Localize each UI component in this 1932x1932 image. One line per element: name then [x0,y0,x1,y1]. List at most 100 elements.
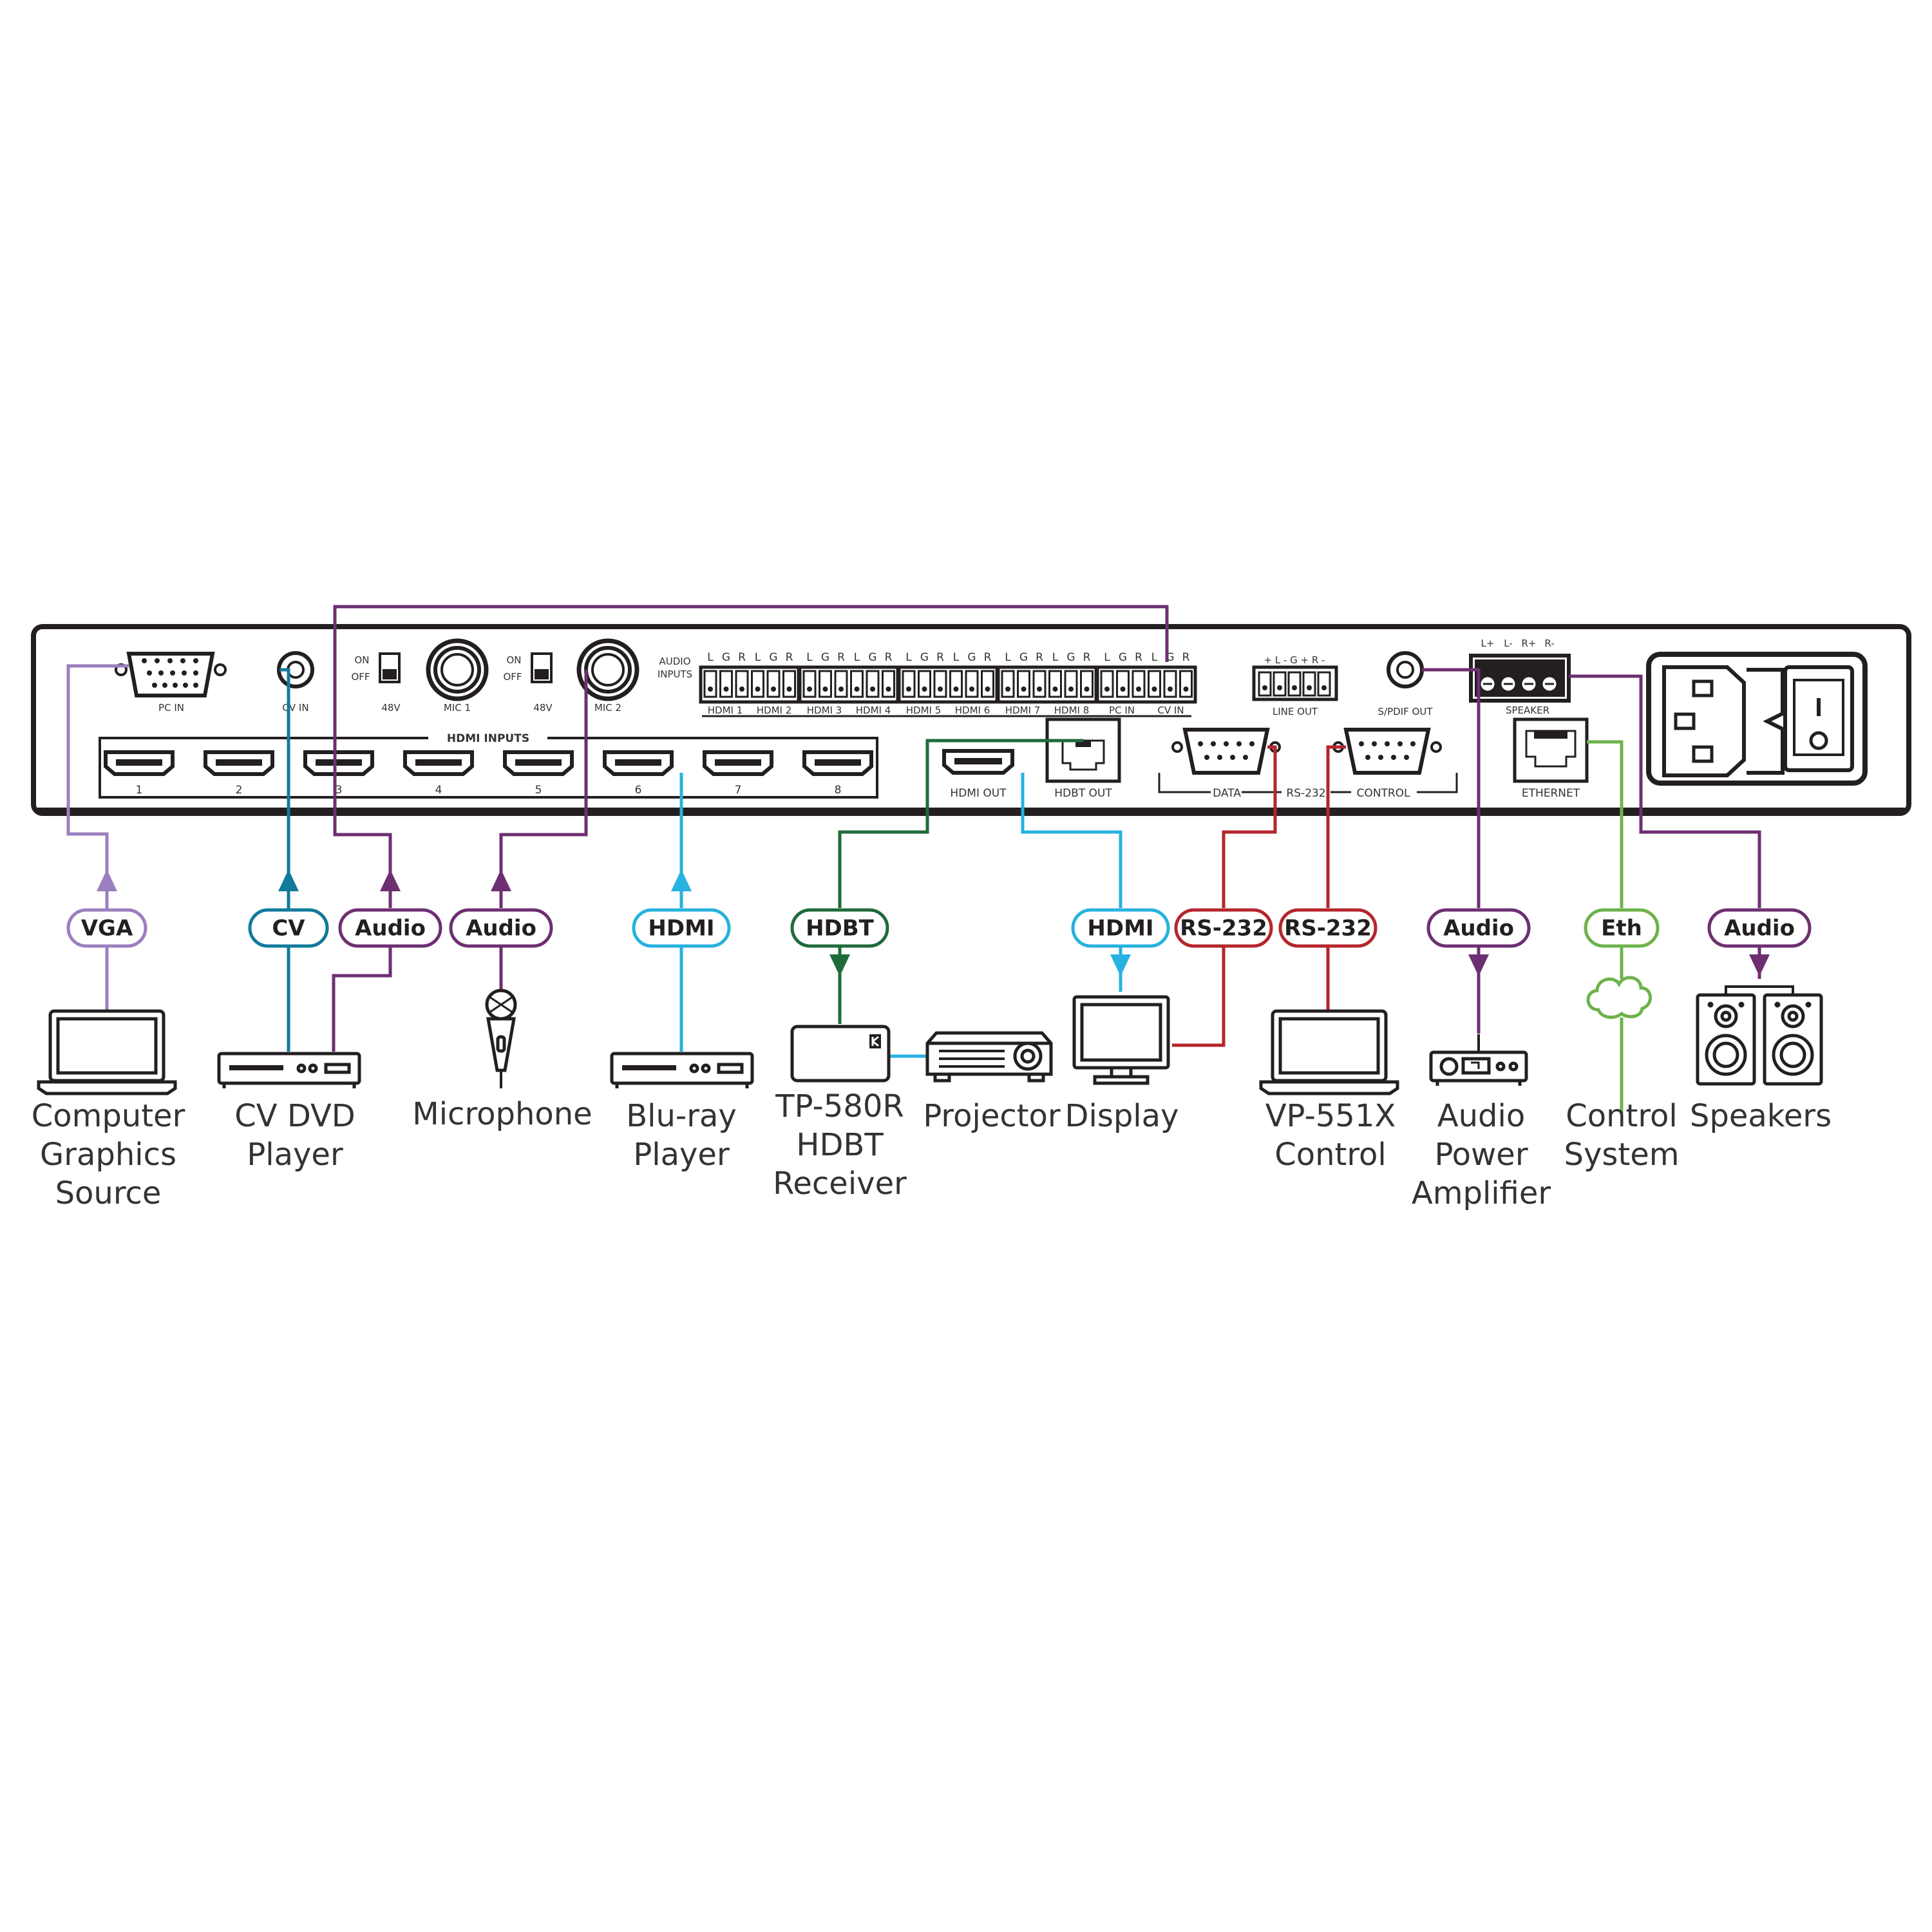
hdmi-input-number: 6 [635,784,642,797]
audio-group-label: HDMI 3 [807,705,842,716]
audio-terminal-screw [906,687,911,692]
audio-terminal-screw [755,687,761,692]
audio-terminal-screw [1136,687,1141,692]
audio-terminal-pin[interactable] [834,670,848,698]
line-rs232-data [1222,745,1277,908]
arrow-audio-dvd [380,869,401,891]
speaker-pin-labels: L+L-R+R- [1481,638,1555,649]
audio-terminal-pin[interactable] [949,670,963,698]
hdmi-input-number: 5 [535,784,542,797]
label-computer-2: Graphics [40,1137,176,1173]
audio-terminal-screw [1005,687,1010,692]
rs232-bracket [1158,773,1458,793]
audio-terminal-screw [870,687,875,692]
amplifier-icon [1429,1034,1528,1086]
audio-terminal-pin[interactable] [735,670,749,698]
label-computer-3: Source [55,1175,162,1211]
line-hdmi-display [1021,773,1122,908]
mic1-phantom-switch[interactable] [379,652,401,683]
audio-terminal-pin[interactable] [703,670,717,698]
mic2-48v-label: 48V [533,702,553,714]
tag-audio-mic: Audio [449,908,553,948]
audio-terminal-pin[interactable] [1080,670,1094,698]
audio-terminal-pin[interactable] [981,670,994,698]
mic2-xlr-port[interactable] [576,638,639,701]
audio-terminal-pin[interactable] [933,670,947,698]
svg-text:Eth: Eth [1601,916,1642,942]
hdmi-input-port[interactable] [503,750,574,776]
audio-pin-letter: G [1019,651,1028,664]
audio-terminal-pin[interactable] [1048,670,1062,698]
audio-terminal-pin[interactable] [719,670,733,698]
mic2-switch-on-label: ON [506,654,521,666]
rs232-title-label: RS-232 [1286,787,1325,800]
audio-pin-letter: L [1052,651,1059,664]
audio-terminal-pin[interactable] [1032,670,1046,698]
arrow-cv [278,869,299,891]
audio-pin-letter: G [868,651,876,664]
audio-terminal-pin[interactable] [1116,670,1130,698]
audio-terminal-pin[interactable] [965,670,979,698]
hdmi-input-port[interactable] [104,750,175,776]
audio-pin-letter: L [1104,651,1110,664]
audio-terminal-pin[interactable] [766,670,781,698]
speaker-terminal[interactable] [1469,654,1571,703]
audio-terminal-pin[interactable] [1001,670,1015,698]
hdmi-input-port[interactable] [403,750,474,776]
mic2-label: MIC 2 [594,702,621,714]
spdif-out-port[interactable] [1387,651,1424,688]
audio-terminal-pin[interactable] [1179,670,1193,698]
audio-terminal-pin[interactable] [1100,670,1114,698]
audio-terminal-screw [985,687,990,692]
power-switch[interactable] [1783,665,1854,772]
hdmi-input-port[interactable] [603,750,674,776]
rs232-control-port[interactable] [1332,728,1442,775]
audio-terminal-pin[interactable] [1132,670,1146,698]
audio-terminal-pin[interactable] [902,670,916,698]
audio-terminal-pin[interactable] [782,670,796,698]
audio-terminal-pin[interactable] [819,670,832,698]
pc-in-vga-port[interactable] [115,652,227,697]
tag-hdmi-bluray: HDMI [632,908,731,948]
audio-pin-letter: G [821,651,829,664]
audio-terminal-pin[interactable] [802,670,817,698]
audio-terminal-pin[interactable] [918,670,931,698]
svg-text:Audio: Audio [355,916,426,942]
mic2-phantom-switch[interactable] [531,652,553,683]
ethernet-port[interactable] [1513,717,1589,783]
label-projector: Projector [923,1098,1061,1134]
audio-inputs-terminal-block[interactable] [699,665,1197,704]
audio-terminal-pin[interactable] [1163,670,1177,698]
audio-terminal-pin[interactable] [751,670,764,698]
hdmi-input-port[interactable] [802,750,873,776]
audio-terminal-pin[interactable] [1064,670,1078,698]
audio-terminal-pin[interactable] [1017,670,1030,698]
hdmi-input-port[interactable] [703,750,773,776]
line-out-terminal[interactable] [1252,665,1338,701]
label-amplifier-1: Audio [1437,1098,1525,1134]
hdmi-input-number: 2 [236,784,243,797]
hdbt-out-port[interactable] [1045,717,1121,783]
hdmi-out-port[interactable] [942,749,1014,775]
audio-terminal-pin[interactable] [882,670,895,698]
audio-pin-letter: R [1036,651,1043,664]
tag-audio-speakers: Audio [1707,908,1812,948]
hdmi-input-number: 1 [136,784,143,797]
hdmi-input-port[interactable] [303,750,374,776]
label-receiver-2: HDBT [796,1127,884,1163]
mic1-xlr-port[interactable] [426,638,489,701]
audio-terminal-pin[interactable] [866,670,880,698]
audio-group-label: HDMI 4 [856,705,891,716]
rs232-data-label: DATA [1213,787,1241,800]
label-bluray-2: Player [633,1137,730,1173]
audio-terminal-pin[interactable] [850,670,864,698]
audio-terminal-pin[interactable] [1148,670,1161,698]
label-computer-1: Computer [32,1098,185,1134]
audio-pin-letter: L [806,651,813,664]
svg-text:HDBT: HDBT [806,916,875,942]
hdmi-input-port[interactable] [204,750,274,776]
line-eth [1587,740,1624,908]
svg-text:HDMI: HDMI [1087,916,1153,942]
audio-pin-letter: L [905,651,912,664]
